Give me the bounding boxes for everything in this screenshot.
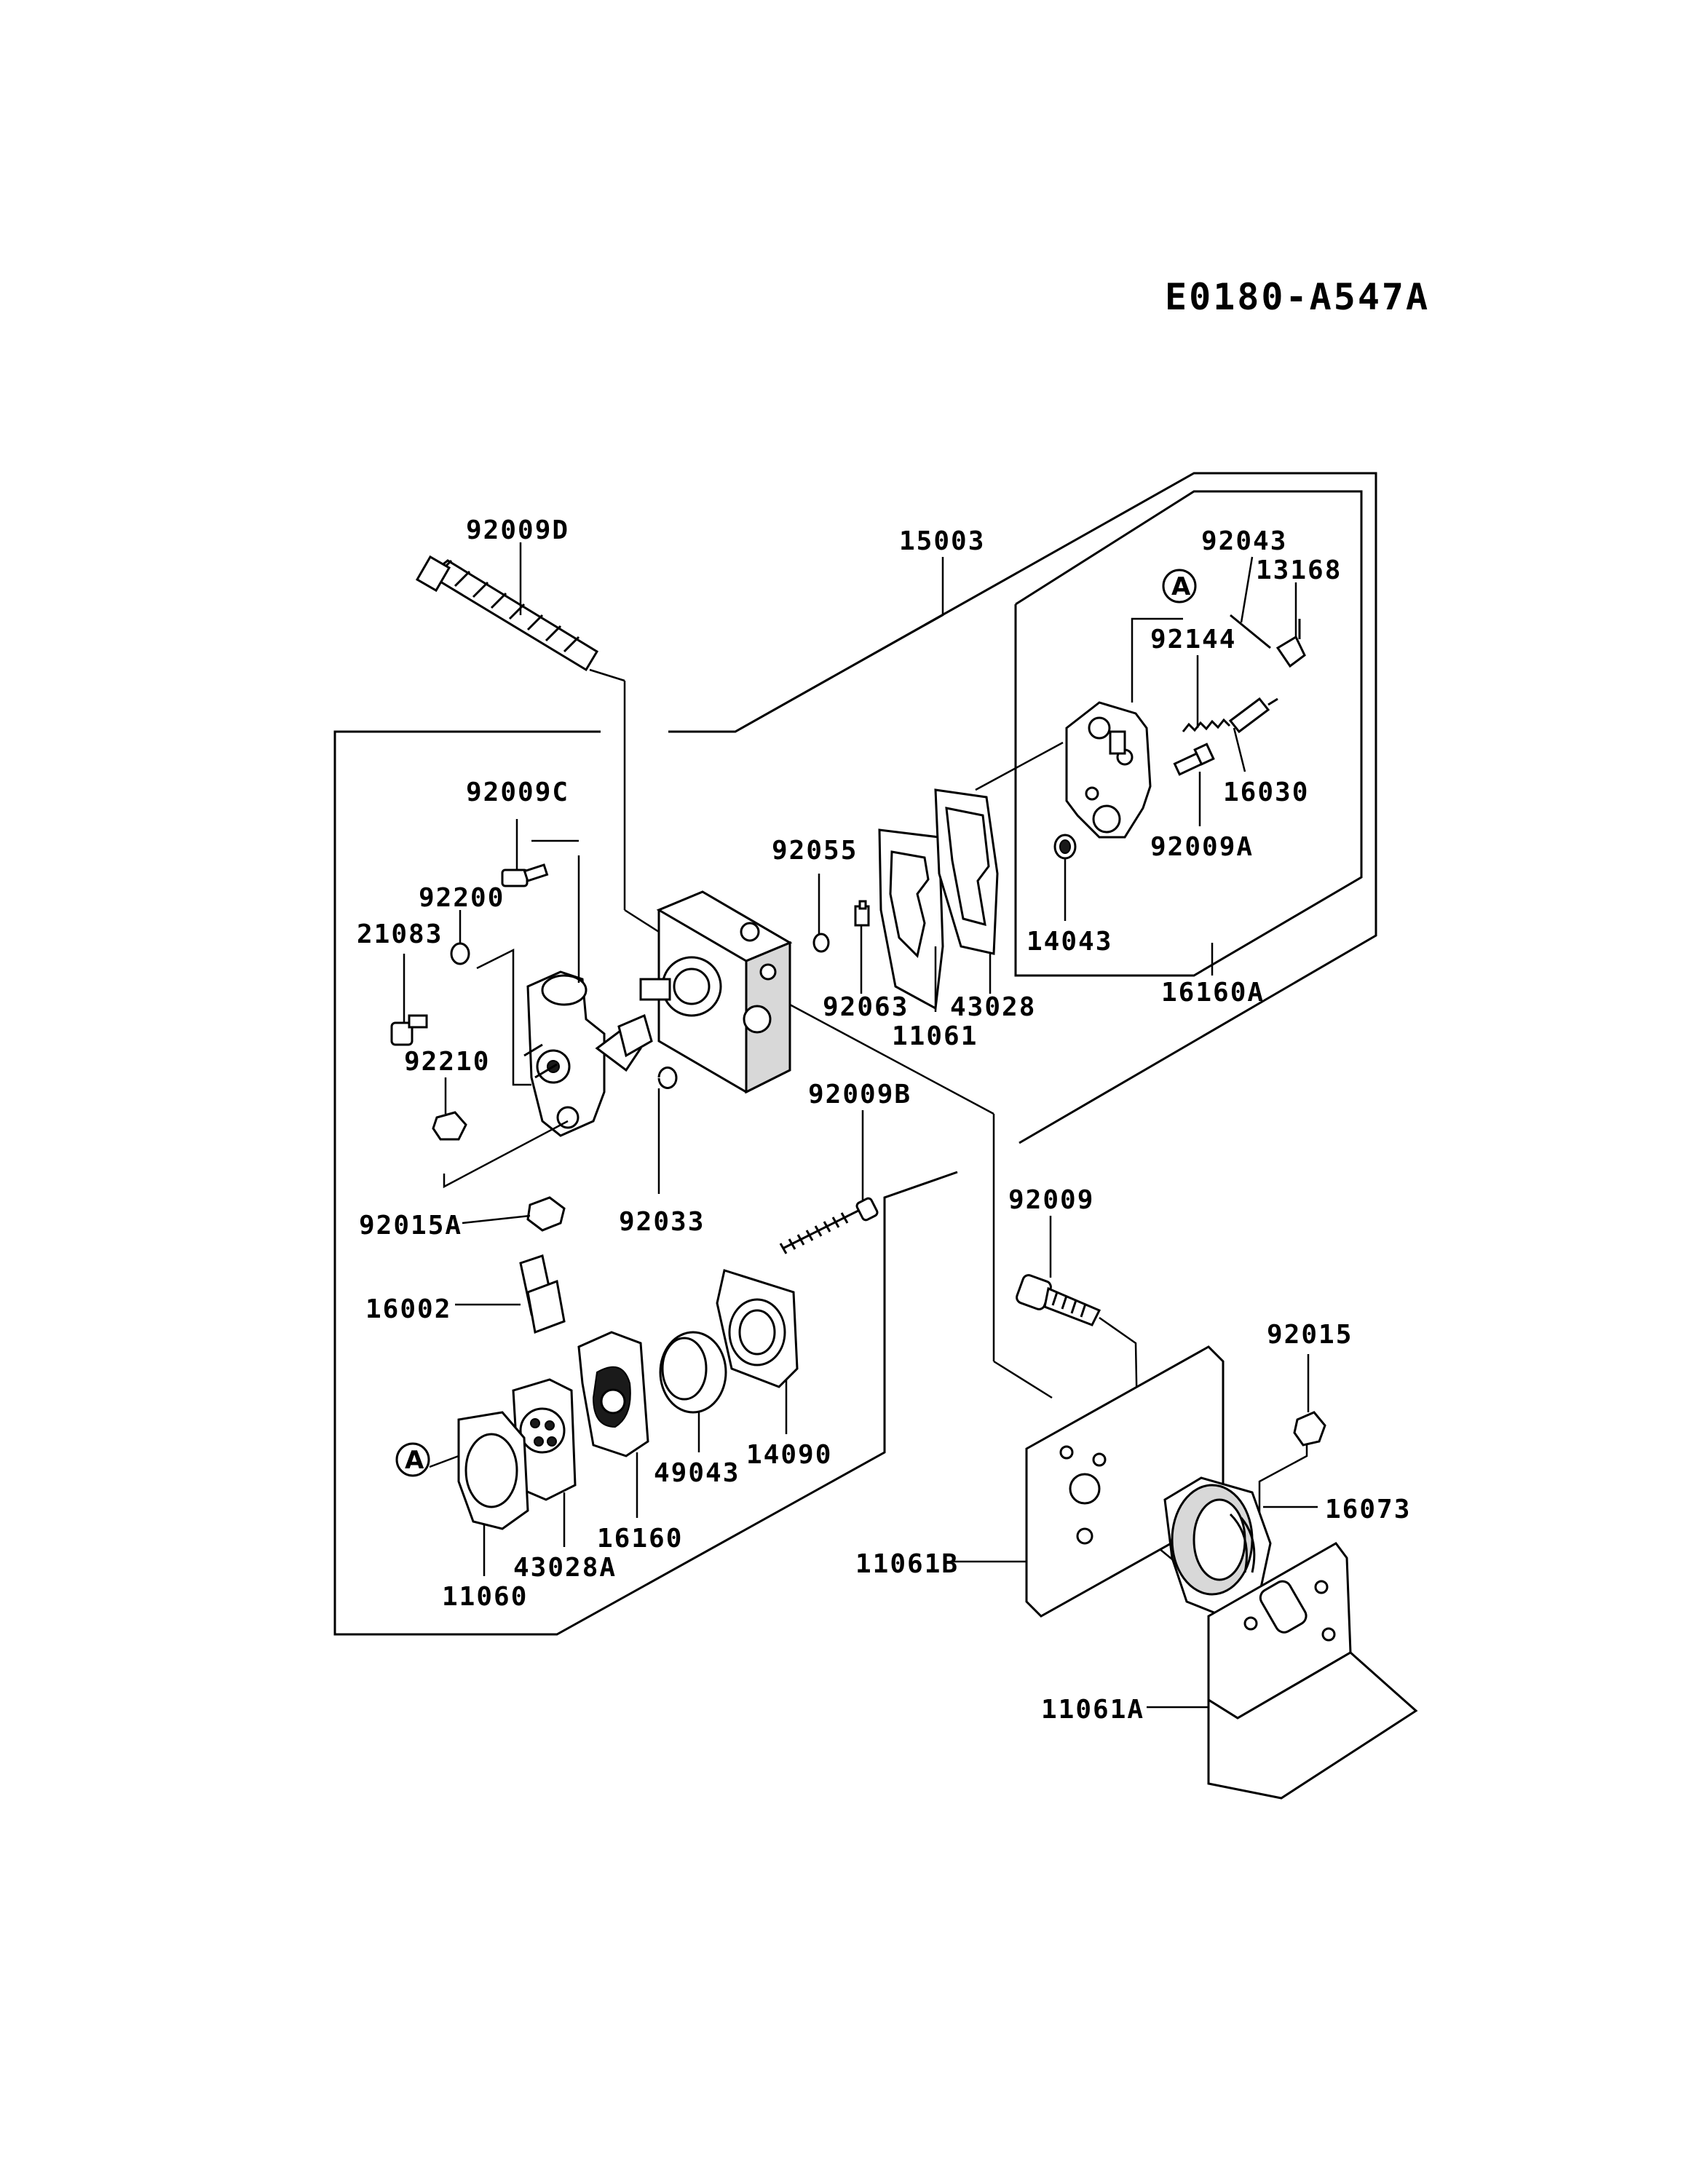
part-label-92009C: 92009C [466, 778, 569, 807]
part-label-16073: 16073 [1325, 1495, 1411, 1524]
part-label-92033: 92033 [619, 1207, 705, 1237]
part-label-14090: 14090 [746, 1440, 832, 1470]
part-label-92009: 92009 [1008, 1185, 1094, 1215]
gasket-14090 [716, 1269, 799, 1388]
svg-text:A: A [1171, 572, 1191, 601]
diaphragm-43028 [934, 788, 999, 955]
jet-16002 [519, 1254, 566, 1334]
leader-lines [403, 542, 1318, 1709]
part-label-92055: 92055 [772, 836, 858, 866]
screw-21083 [390, 1014, 428, 1046]
part-label-92009B: 92009B [808, 1080, 911, 1109]
part-label-21083: 21083 [357, 919, 443, 949]
part-label-92009A: 92009A [1150, 832, 1254, 862]
part-label-92015: 92015 [1267, 1320, 1353, 1350]
part-label-92015A: 92015A [359, 1211, 462, 1241]
part-label-11061: 11061 [892, 1021, 978, 1051]
spring-92144 [1182, 718, 1231, 732]
part-label-16030: 16030 [1223, 778, 1309, 807]
nut-92015 [1293, 1411, 1326, 1447]
heat-shield-11061A [1207, 1542, 1418, 1800]
pump-body-16160 [577, 1331, 649, 1457]
throttle-shaft-body [523, 970, 653, 1137]
part-label-16160: 16160 [597, 1524, 683, 1554]
part-label-49043: 49043 [654, 1458, 740, 1488]
part-label-11061B: 11061B [855, 1549, 959, 1579]
part-label-15003: 15003 [899, 526, 985, 556]
part-label-11060: 11060 [442, 1582, 528, 1612]
part-label-16002: 16002 [365, 1294, 451, 1324]
part-label-92009D: 92009D [466, 515, 569, 545]
part-label-43028A: 43028A [513, 1553, 617, 1583]
svg-text:A: A [405, 1446, 424, 1475]
assembly-outline-15003 [668, 472, 1377, 1144]
metering-cover [1065, 701, 1152, 839]
inlet-needle-16030 [1228, 697, 1278, 734]
long-screw-92009B [779, 1197, 879, 1254]
part-label-43028: 43028 [950, 992, 1036, 1022]
gasket-11060 [457, 1411, 529, 1530]
lever-13168 [1275, 619, 1306, 668]
nut-92210 [432, 1111, 467, 1141]
part-label-16160A: 16160A [1161, 978, 1265, 1008]
part-label-11061A: 11061A [1041, 1695, 1144, 1725]
washer-92200 [450, 942, 470, 965]
primer-bulb-49043 [659, 1331, 727, 1414]
assembly-outline-16160A [1014, 490, 1363, 977]
part-label-14043: 14043 [1027, 927, 1112, 957]
o-ring-92055 [812, 933, 830, 953]
reference-marker-a-bottom: A [395, 1442, 430, 1477]
assembly-outline-body [333, 730, 958, 1636]
e-clip-92033 [657, 1067, 678, 1089]
reference-marker-a-top: A [1162, 569, 1197, 604]
long-screw-92009D [415, 555, 599, 672]
screw-92009C [501, 863, 549, 887]
diaphragm-43028A [512, 1378, 577, 1501]
diagram-code: E0180-A547A [1165, 276, 1430, 318]
nut-92015A [526, 1196, 566, 1232]
part-label-92200: 92200 [419, 883, 505, 913]
screw-92009A [1173, 743, 1215, 776]
bolt-92009 [1016, 1274, 1101, 1326]
part-label-13168: 13168 [1256, 555, 1342, 585]
part-label-92144: 92144 [1150, 625, 1236, 654]
pin-92043 [1230, 614, 1271, 649]
gasket-11061 [878, 828, 944, 1010]
carburetor-body [639, 890, 793, 1094]
part-label-92210: 92210 [404, 1047, 490, 1077]
screw-92063 [854, 900, 870, 927]
part-label-92063: 92063 [823, 992, 909, 1022]
part-label-92043: 92043 [1201, 526, 1287, 556]
